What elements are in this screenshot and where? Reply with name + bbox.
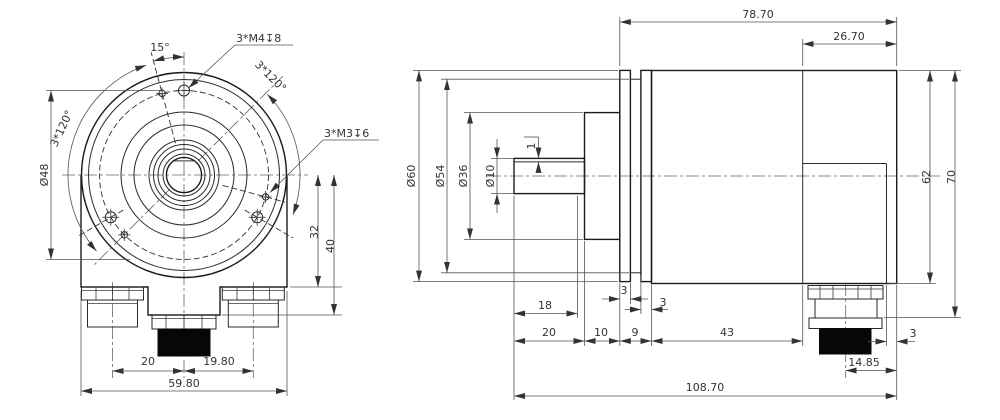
side-centerlines — [488, 175, 940, 378]
side-dia10-label: Ø10 — [484, 165, 497, 188]
side-dim3a-label: 3 — [621, 284, 628, 297]
side-dim2670-label: 26.70 — [833, 30, 865, 43]
side-diameter-dims — [413, 70, 629, 283]
front-pattern-left-label: 3*120° — [48, 108, 76, 149]
side-connector — [807, 285, 884, 355]
front-dim20-label: 20 — [141, 355, 155, 368]
m3-hole — [259, 190, 272, 203]
side-dim7870-label: 78.70 — [742, 8, 774, 21]
front-height-dims — [222, 175, 342, 316]
front-radial-lines — [77, 52, 294, 239]
front-pattern-right-label: 3*120° — [252, 58, 289, 95]
front-dim40-label: 40 — [324, 239, 337, 253]
m3-hole — [156, 87, 169, 100]
side-bottom-dims — [513, 196, 915, 400]
side-right-dims — [884, 70, 961, 318]
front-connector-center — [151, 314, 217, 357]
side-dim10870-label: 108.70 — [686, 381, 725, 394]
front-dia48-label: Ø48 — [38, 164, 51, 187]
side-dim10-label: 10 — [594, 326, 608, 339]
center-plug — [157, 328, 211, 357]
front-bottom-dims — [80, 291, 288, 396]
front-leaders — [188, 44, 379, 193]
side-dim62-label: 62 — [920, 170, 933, 184]
front-dia48-dim — [46, 90, 160, 260]
front-dim1980-label: 19.80 — [203, 355, 235, 368]
side-top-dims — [619, 17, 898, 66]
side-dim20-label: 20 — [542, 326, 556, 339]
side-dim1485-label: 14.85 — [848, 356, 880, 369]
side-plug — [819, 328, 872, 355]
side-housing — [650, 69, 898, 285]
side-dia36-label: Ø36 — [457, 165, 470, 188]
side-dim18-label: 18 — [538, 299, 552, 312]
side-flat-dim — [524, 136, 542, 173]
front-connector-left — [81, 286, 144, 328]
side-dim70-label: 70 — [945, 170, 958, 184]
front-m4-label: 3*M4↧8 — [236, 32, 281, 45]
front-dim32-label: 32 — [308, 225, 321, 239]
front-view: 15° 3*M4↧8 3*M3↧6 3*120° 3*120° Ø48 32 4… — [38, 32, 379, 396]
side-dim9-label: 9 — [632, 326, 639, 339]
side-dim3c-label: 3 — [910, 327, 917, 340]
front-angle-label: 15° — [150, 41, 170, 54]
shaft-bore — [165, 156, 203, 194]
front-connector-right — [221, 286, 285, 328]
side-dim43-label: 43 — [720, 326, 734, 339]
front-dim5980-label: 59.80 — [168, 377, 200, 390]
side-view: Ø60 Ø54 Ø36 Ø10 1 78.70 26.70 62 70 18 2… — [405, 8, 961, 400]
side-dim3b-label: 3 — [660, 296, 667, 309]
front-angle-dims — [67, 53, 301, 252]
side-dia54-label: Ø54 — [434, 165, 447, 188]
side-dia60-label: Ø60 — [405, 165, 418, 188]
side-flat-label: 1 — [525, 143, 538, 150]
m4-hole — [175, 82, 193, 99]
front-m3-label: 3*M3↧6 — [324, 127, 369, 140]
